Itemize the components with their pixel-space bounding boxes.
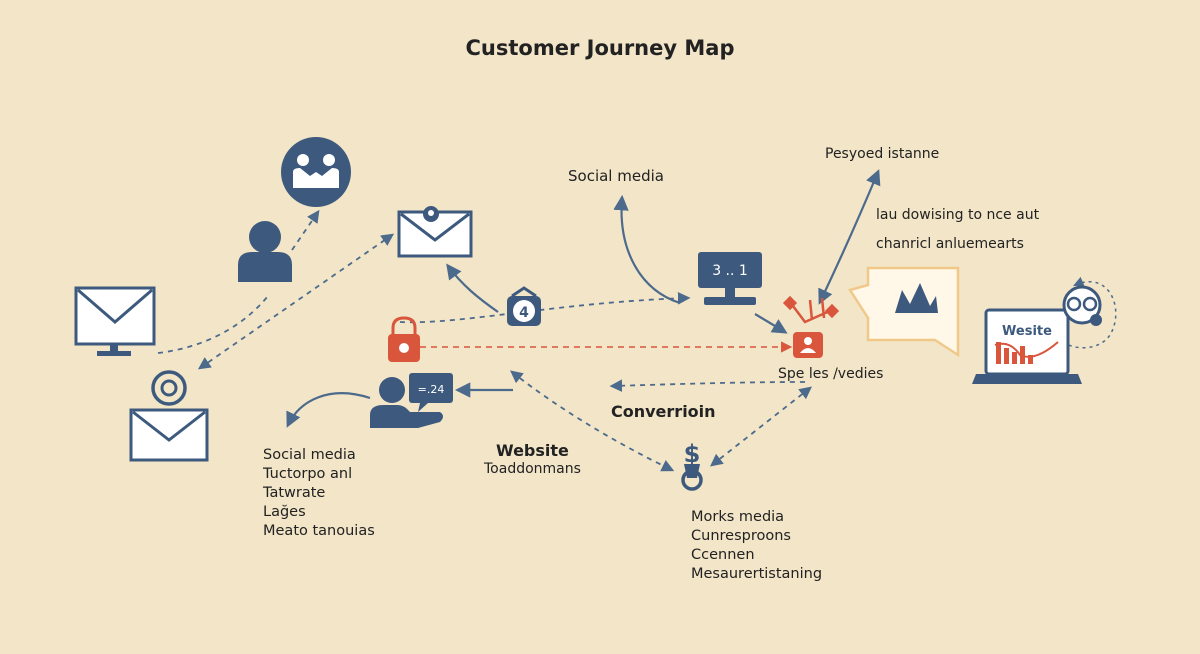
left-list-item: Tuctorpo anl [263, 466, 353, 482]
tag-icon [507, 286, 541, 326]
bottom-list-item: Ccennen [691, 547, 755, 563]
sales-network-icon [782, 295, 840, 358]
arrow-envelope-to-person [157, 295, 269, 354]
arrow-agent-to-social [286, 392, 371, 428]
arrow-lock-to-monitor [399, 292, 691, 324]
arrow-social-to-monitor [613, 194, 681, 305]
page-title: Customer Journey Map [465, 36, 735, 60]
tag-text: 4 [519, 305, 529, 321]
funnel-icon [681, 464, 703, 491]
arrow-sales-to-website [609, 379, 806, 393]
label-website-sub: Toaddonmans [484, 461, 581, 477]
email-icon [129, 370, 209, 462]
label-social-media-top: Social media [568, 167, 664, 185]
laptop-website-icon [972, 308, 1082, 384]
left-list-item: Lağes [263, 504, 306, 520]
chart-card-icon [848, 266, 960, 358]
mail-location-icon [397, 206, 473, 258]
left-list: Social media Tuctorpo anl Tatwrate Lağes… [263, 446, 375, 541]
laptop-text: Wesite [1002, 324, 1052, 339]
bottom-list-item: Morks media [691, 509, 785, 525]
handshake-icon [281, 137, 351, 207]
dollar-icon: $ [684, 440, 701, 468]
note-line-2: chanricl anluemearts [876, 236, 1024, 252]
left-list-item: Social media [263, 447, 356, 463]
arrow-gear-loop [1059, 276, 1117, 349]
note-line-1: lau dowising to nce aut [876, 207, 1040, 223]
monitor-icon [698, 252, 762, 305]
bottom-list-item: Cunresproons [691, 528, 791, 544]
bottom-list: Morks media Cunresproons Ccennen Mesaure… [691, 508, 822, 584]
label-conversion: Converrioin [611, 402, 716, 421]
left-list-item: Meato tanouias [263, 523, 375, 539]
connectors [157, 169, 1117, 472]
label-personalized: Pesyoed istanne [825, 146, 940, 162]
monitor-text: 3 .. 1 [712, 263, 748, 279]
support-agent-icon [370, 373, 453, 428]
arrow-funnel-to-sales [710, 386, 812, 467]
arrow-website-to-funnel [510, 370, 675, 472]
arrow-email-to-mail [197, 233, 395, 370]
arrow-tag-to-mail [446, 263, 499, 313]
svg-text:$: $ [684, 440, 701, 468]
left-list-item: Tatwrate [263, 485, 326, 501]
chat-text: =.24 [418, 383, 445, 396]
label-sales: Spe les /vedies [778, 366, 884, 382]
lock-icon [388, 316, 420, 362]
arrow-monitor-to-sales [754, 313, 788, 334]
arrow-personalized [818, 169, 881, 305]
envelope-monitor-icon [74, 286, 156, 356]
person-icon [238, 221, 292, 282]
arrow-person-to-handshake [291, 209, 320, 251]
label-website: Website [496, 441, 569, 460]
gear-icon [1062, 285, 1102, 326]
bottom-list-item: Mesaurertistaning [691, 566, 823, 582]
